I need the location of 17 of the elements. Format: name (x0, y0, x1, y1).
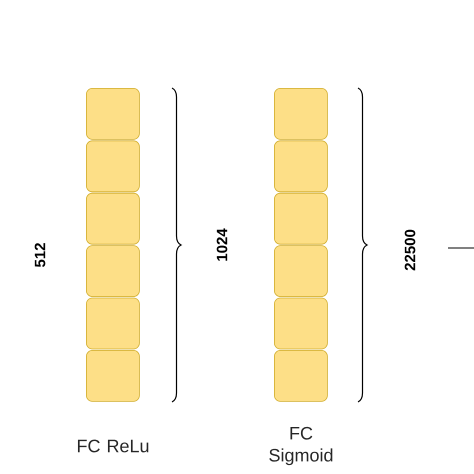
neuron-box (274, 245, 328, 297)
layer-label: FC Sigmoid (269, 426, 332, 466)
neuron-box (274, 140, 328, 192)
neuron-box (274, 192, 328, 245)
layer-label: FC ReLu (78, 440, 148, 452)
neuron-box (86, 140, 140, 192)
neuron-box (86, 350, 140, 402)
size-label: 1024 (216, 228, 228, 261)
neuron-box (86, 245, 140, 297)
neuron-box (86, 88, 140, 140)
size-label: 512 (34, 243, 46, 268)
neuron-box (86, 298, 140, 350)
neuron-box (274, 298, 328, 350)
neuron-box (86, 192, 140, 245)
neuron-box (274, 88, 328, 140)
size-label: 22500 (404, 230, 416, 270)
neuron-box (274, 350, 328, 402)
